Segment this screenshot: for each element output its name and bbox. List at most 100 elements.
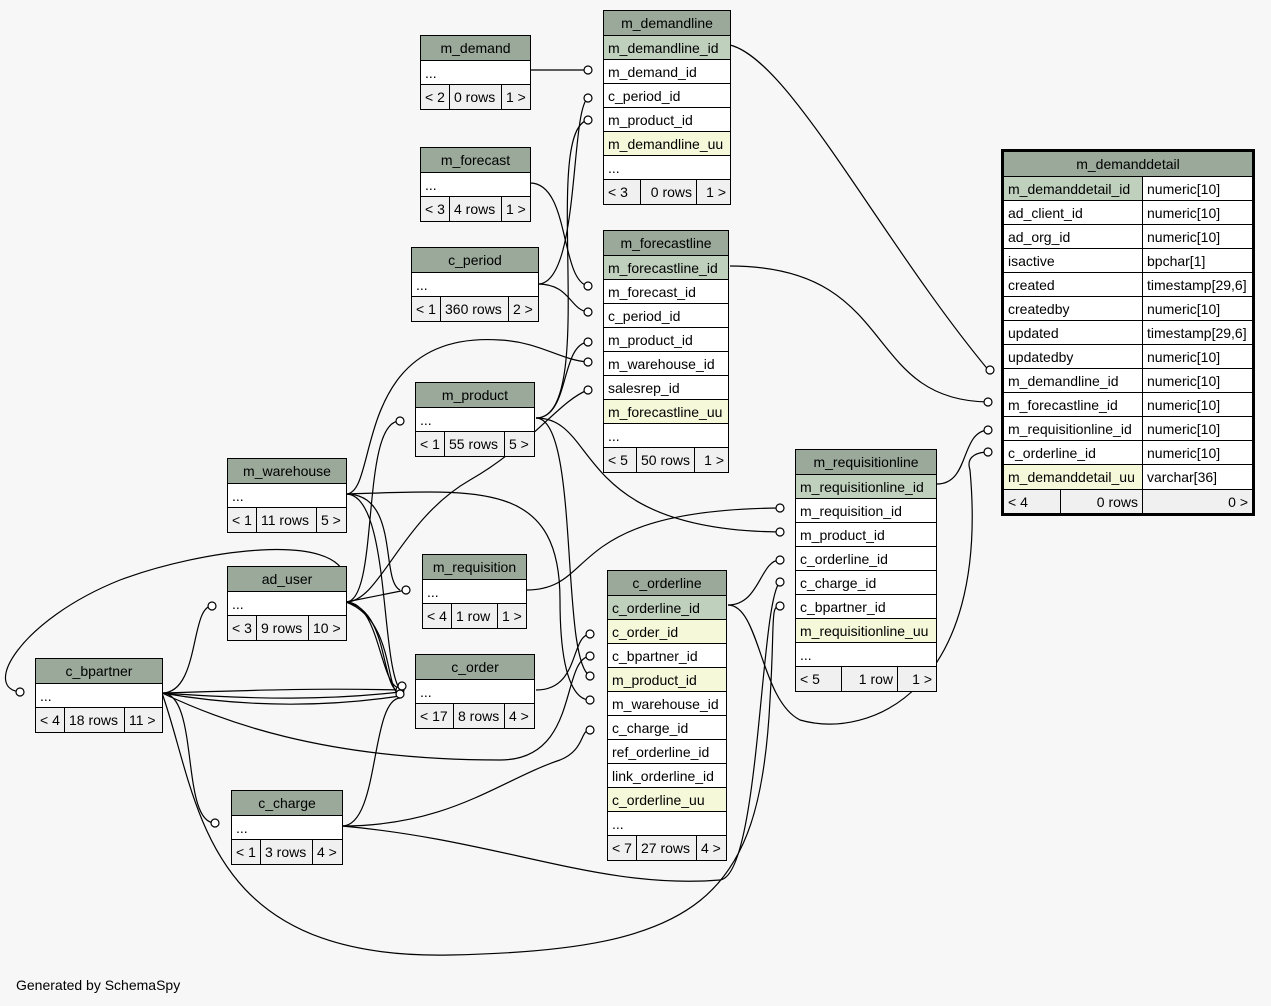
parent-count[interactable]: < 17 (416, 704, 454, 728)
table-c_order[interactable]: c_order ... < 17 8 rows 4 > (415, 654, 535, 729)
column-row: c_orderline_id (796, 547, 936, 571)
table-header[interactable]: m_demandline (604, 11, 730, 36)
child-count[interactable]: 1 > (706, 184, 726, 200)
column-row: m_product_id (608, 668, 726, 692)
table-header[interactable]: m_requisitionline (796, 450, 936, 475)
parent-count[interactable]: < 1 (228, 508, 257, 532)
column-row: m_warehouse_id (604, 352, 728, 376)
table-m_warehouse[interactable]: m_warehouse ... < 1 11 rows 5 > (227, 458, 347, 533)
row-count: 18 rows (65, 708, 125, 732)
generator-credit: Generated by SchemaSpy (16, 977, 181, 993)
column-row: c_bpartner_id (796, 595, 936, 619)
child-count[interactable]: 10 > (313, 620, 341, 636)
table-header[interactable]: c_order (416, 655, 534, 680)
child-count[interactable]: 2 > (513, 301, 533, 317)
parent-count[interactable]: < 4 (423, 604, 452, 628)
parent-count[interactable]: < 5 (604, 448, 637, 472)
table-header[interactable]: m_demand (421, 36, 530, 61)
table-header[interactable]: c_period (412, 248, 538, 273)
column-row: c_charge_id (796, 571, 936, 595)
child-count[interactable]: 1 > (502, 608, 522, 624)
table-m_demand[interactable]: m_demand ... < 2 0 rows 1 > (420, 35, 531, 110)
parent-count[interactable]: < 3 (421, 197, 450, 221)
column-type: numeric[10] (1147, 373, 1221, 389)
child-count[interactable]: 5 > (509, 436, 529, 452)
table-header[interactable]: m_forecast (421, 148, 530, 173)
table-header[interactable]: m_warehouse (228, 459, 346, 484)
row-count: 9 rows (257, 616, 309, 640)
table-footer: < 7 27 rows 4 > (608, 836, 726, 860)
child-count[interactable]: 1 > (912, 671, 932, 687)
parent-count[interactable]: < 1 (416, 432, 445, 456)
row-count: 3 rows (261, 840, 313, 864)
child-count[interactable]: 4 > (509, 708, 529, 724)
child-count[interactable]: 4 > (701, 840, 721, 856)
table-c_bpartner[interactable]: c_bpartner ... < 4 18 rows 11 > (35, 658, 163, 733)
column-row: salesrep_id (604, 376, 728, 400)
column-row: m_demand_id (604, 60, 730, 84)
table-footer: < 4 0 rows 0 > (1004, 489, 1252, 513)
column-row: ... (412, 273, 538, 297)
table-header[interactable]: c_bpartner (36, 659, 162, 684)
column-name: m_demandline_id (1004, 369, 1143, 392)
table-m_requisition[interactable]: m_requisition ... < 4 1 row 1 > (422, 554, 527, 629)
table-m_product[interactable]: m_product ... < 1 55 rows 5 > (415, 382, 535, 457)
column-row: ... (416, 408, 534, 432)
column-row: c_bpartner_id (608, 644, 726, 668)
table-m_demandline[interactable]: m_demandline m_demandline_id m_demand_id… (603, 10, 731, 205)
row-count: 11 rows (257, 508, 317, 532)
column-row: m_warehouse_id (608, 692, 726, 716)
table-m_forecastline[interactable]: m_forecastline m_forecastline_id m_forec… (603, 230, 729, 473)
parent-count[interactable]: < 5 (796, 667, 842, 691)
parent-count[interactable]: < 3 (228, 616, 257, 640)
table-header[interactable]: m_requisition (423, 555, 526, 580)
column-row: m_product_id (604, 328, 728, 352)
table-m_requisitionline[interactable]: m_requisitionline m_requisitionline_id m… (795, 449, 937, 692)
child-count[interactable]: 1 > (506, 201, 526, 217)
child-count[interactable]: 4 > (317, 844, 337, 860)
parent-count[interactable]: < 1 (412, 297, 441, 321)
parent-count[interactable]: < 4 (36, 708, 65, 732)
table-c_period[interactable]: c_period ... < 1 360 rows 2 > (411, 247, 539, 322)
column-row: ... (421, 61, 530, 85)
table-ad_user[interactable]: ad_user ... < 3 9 rows 10 > (227, 566, 347, 641)
table-m_forecast[interactable]: m_forecast ... < 3 4 rows 1 > (420, 147, 531, 222)
table-header[interactable]: ad_user (228, 567, 346, 592)
column-row: ... (228, 592, 346, 616)
child-count[interactable]: 0 > (1228, 494, 1248, 510)
column-row: ... (608, 812, 726, 836)
parent-count[interactable]: < 3 (604, 180, 641, 204)
table-footer: < 1 3 rows 4 > (232, 840, 342, 864)
column-row: m_product_id (604, 108, 730, 132)
table-header[interactable]: m_product (416, 383, 534, 408)
child-count[interactable]: 1 > (506, 89, 526, 105)
child-count[interactable]: 11 > (129, 712, 156, 728)
parent-count[interactable]: < 7 (608, 836, 637, 860)
parent-count[interactable]: < 2 (421, 85, 450, 109)
table-c_charge[interactable]: c_charge ... < 1 3 rows 4 > (231, 790, 343, 865)
column-name: m_demanddetail_id (1004, 177, 1143, 200)
table-header[interactable]: m_demanddetail (1004, 152, 1252, 177)
child-count[interactable]: 1 > (704, 452, 724, 468)
table-header[interactable]: c_orderline (608, 571, 726, 596)
column-row: c_order_id (608, 620, 726, 644)
parent-count[interactable]: < 4 (1004, 490, 1061, 513)
table-header[interactable]: c_charge (232, 791, 342, 816)
parent-count[interactable]: < 1 (232, 840, 261, 864)
column-row: ... (228, 484, 346, 508)
column-row: m_forecastline_id (604, 256, 728, 280)
column-name: isactive (1004, 249, 1143, 272)
table-header[interactable]: m_forecastline (604, 231, 728, 256)
column-type: numeric[10] (1147, 421, 1221, 437)
child-count[interactable]: 5 > (321, 512, 341, 528)
table-c_orderline[interactable]: c_orderline c_orderline_id c_order_id c_… (607, 570, 727, 861)
column-name: ad_org_id (1004, 225, 1143, 248)
